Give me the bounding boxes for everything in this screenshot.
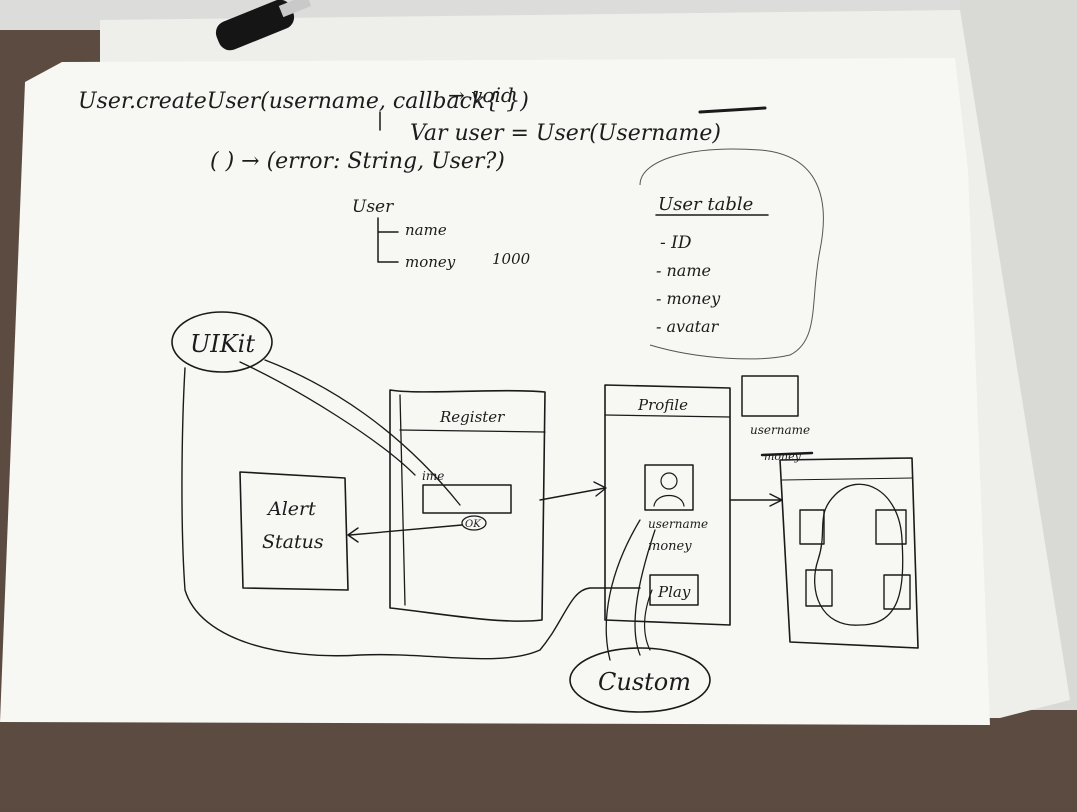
signature-line3: ( ) → (error: String, User?): [210, 149, 505, 174]
side-money: money: [764, 450, 802, 463]
game-screen: [779, 457, 919, 649]
profile-title: Profile: [637, 396, 688, 414]
game-tile-3: [805, 569, 833, 607]
custom-link-3: [643, 589, 653, 651]
register-to-alert-arrow: [347, 524, 463, 543]
register-to-profile-arrow: [539, 481, 607, 501]
register-title: Register: [439, 408, 505, 426]
signature-block: User.createUser(username, callback{ }) →…: [78, 83, 767, 174]
user-model-money-value: 1000: [492, 250, 531, 268]
signature-line2: Var user = User(Username): [410, 121, 721, 146]
register-title-rule: [399, 429, 546, 433]
custom-ellipse: [569, 647, 711, 713]
user-model-field-money: money: [405, 253, 456, 271]
uikit-outline: [181, 367, 641, 660]
profile-title-rule: [604, 414, 731, 418]
custom-label: Custom: [598, 668, 691, 696]
profile-avatar: [644, 464, 694, 511]
alert-line1: Alert: [266, 498, 316, 520]
side-card-box: [741, 375, 799, 417]
game-frame: [779, 457, 919, 649]
signature-line1-arrow: → void: [448, 83, 514, 107]
user-model: User name money 1000: [352, 197, 531, 271]
alert-line2: Status: [262, 531, 324, 553]
custom-link-1: [605, 519, 641, 661]
strike-word: [698, 106, 767, 114]
profile-screen: Profile username money Play: [604, 384, 783, 661]
register-input-label: ime: [422, 469, 444, 483]
user-table: User table - ID - name - money - avatar: [639, 148, 824, 360]
avatar-body-icon: [653, 494, 685, 507]
game-tile-1: [799, 509, 825, 545]
uikit-link-1: [239, 361, 416, 476]
register-screen: Register ime OK: [347, 389, 607, 622]
user-model-bracket: [377, 217, 399, 263]
game-track-loop: [814, 483, 904, 626]
user-table-title: User table: [658, 194, 753, 215]
game-tile-4: [883, 574, 911, 610]
register-ok-label: OK: [465, 519, 481, 530]
custom-link-2: [634, 529, 656, 656]
user-table-field-name: - name: [656, 261, 711, 280]
play-button-box: [649, 574, 699, 606]
uikit-ellipse: [171, 311, 273, 373]
side-username: username: [750, 423, 810, 437]
user-table-field-avatar: - avatar: [656, 317, 720, 336]
uikit-label: UIKit: [190, 330, 255, 358]
side-money-strike: [760, 451, 814, 457]
alert-status-box: Alert Status: [239, 471, 349, 591]
game-title-rule: [781, 477, 913, 481]
play-button-label: Play: [657, 583, 691, 601]
pen: [215, 0, 312, 51]
user-table-outline: [639, 148, 824, 360]
avatar-head-icon: [660, 472, 678, 490]
register-input-box: [422, 484, 512, 514]
user-table-field-id: - ID: [660, 233, 692, 253]
uikit-region: UIKit: [171, 311, 641, 660]
register-ok-circle: [461, 515, 487, 531]
profile-username: username: [648, 517, 708, 531]
signature-line1: User.createUser(username, callback{ }): [78, 89, 529, 114]
user-model-field-name: name: [405, 221, 447, 239]
alert-box-border: [239, 471, 349, 591]
user-table-field-money: - money: [656, 289, 721, 308]
uikit-link-2: [264, 359, 461, 506]
user-model-title: User: [352, 197, 394, 217]
game-tile-2: [875, 509, 907, 545]
register-frame: [389, 389, 546, 622]
profile-frame: [604, 384, 731, 626]
profile-money: money: [648, 539, 692, 554]
custom-region: Custom: [569, 647, 711, 713]
